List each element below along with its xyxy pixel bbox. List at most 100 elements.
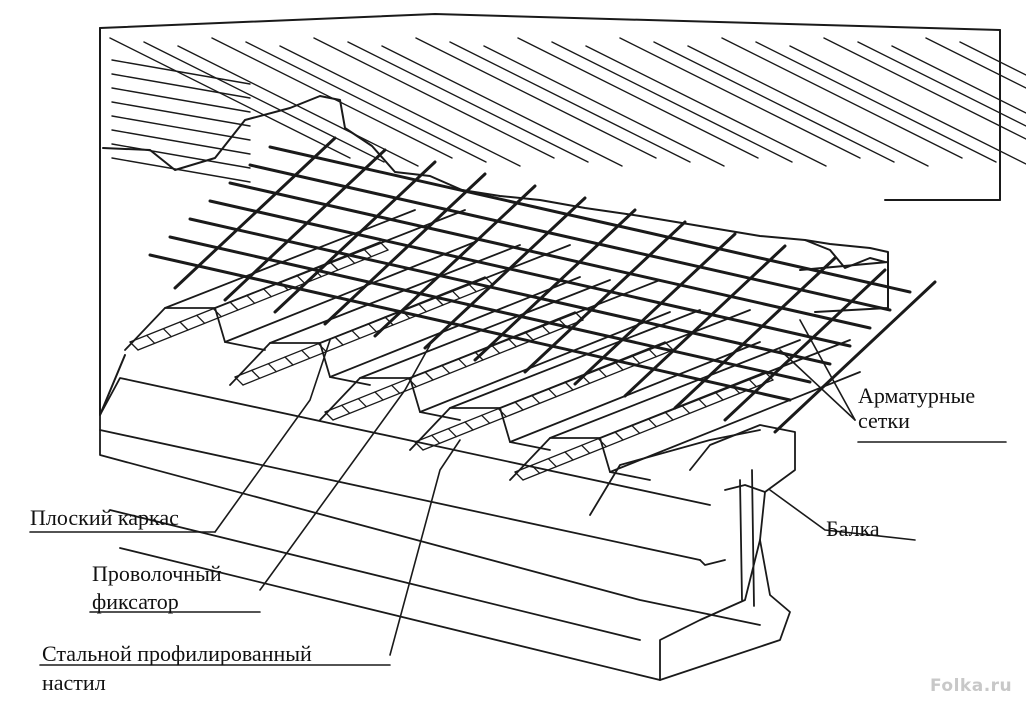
hatch-line <box>619 37 861 159</box>
frame-rung <box>514 471 524 481</box>
frame-rung <box>547 458 557 468</box>
hatch-line <box>381 45 623 167</box>
label-reinforcement-mesh-line2: сетки <box>858 408 910 434</box>
deck-rib-top-edge <box>269 244 521 344</box>
label-steel-deck-line1: Стальной профилированный <box>42 641 312 666</box>
hatch-line <box>143 41 385 163</box>
concrete-hatching <box>109 37 1026 183</box>
frame-rung <box>424 371 434 381</box>
frame-rung <box>324 411 334 421</box>
mesh-bar-transverse <box>723 268 887 422</box>
frame-rung <box>647 348 657 358</box>
label-wire-clamp-line2: фиксатор <box>92 589 179 615</box>
frame-chord <box>129 241 381 343</box>
frame-chord <box>422 349 674 451</box>
mesh-bar-transverse <box>623 244 787 398</box>
hatch-line <box>279 45 521 167</box>
mesh-bar-transverse <box>773 280 937 434</box>
frame-rung <box>162 328 172 338</box>
frame-rung <box>334 336 344 346</box>
hatch-line <box>111 129 251 155</box>
frame-rung <box>246 294 256 304</box>
frame-chord <box>137 249 389 351</box>
concrete-slab <box>99 13 1001 416</box>
mesh-bar-longitudinal <box>188 217 832 366</box>
frame-rung <box>631 354 641 364</box>
frame-rung <box>514 401 524 411</box>
frame-rung <box>497 408 507 418</box>
frame-rung <box>431 434 441 444</box>
hatch-line <box>551 41 793 163</box>
frame-rung <box>597 368 607 378</box>
frame-rung <box>451 289 461 299</box>
frame-rung <box>229 301 239 311</box>
hatch-line <box>687 45 929 167</box>
frame-rung <box>507 338 517 348</box>
frame-rung <box>414 441 424 451</box>
frame-rung <box>251 369 261 379</box>
frame-rung <box>351 329 361 339</box>
frame-chord <box>522 379 774 481</box>
frame-rung <box>434 296 444 306</box>
frame-rung <box>581 444 591 454</box>
frame-rung <box>146 334 156 344</box>
frame-rung <box>212 308 222 318</box>
frame-rung <box>491 344 501 354</box>
mesh-bar-longitudinal <box>148 253 792 402</box>
label-wire-clamp-line1: Проволочный <box>92 561 222 586</box>
deck-rib-top-edge <box>359 279 611 379</box>
frame-rung <box>581 374 591 384</box>
deck-rib-bottom-edge <box>509 341 761 443</box>
hatch-line <box>177 45 419 167</box>
frame-rung <box>597 438 607 448</box>
frame-rung <box>697 398 707 408</box>
frame-chord <box>332 319 584 421</box>
frame-rung <box>474 351 484 361</box>
frame-rung <box>357 398 367 408</box>
frame-rung <box>417 303 427 313</box>
deck-rib-top-edge <box>164 209 416 309</box>
hatch-line <box>109 37 351 159</box>
hatch-line <box>111 59 251 85</box>
frame-rung <box>531 394 541 404</box>
frame-rung <box>317 343 327 353</box>
hatch-line <box>857 41 1026 127</box>
frame-rung <box>296 274 306 284</box>
frame-rung <box>234 376 244 386</box>
mesh-bar-transverse <box>323 172 487 326</box>
hatch-line <box>585 45 827 167</box>
frame-rung <box>557 318 567 328</box>
hatch-line <box>211 37 453 159</box>
frame-rung <box>747 378 757 388</box>
hatch-line <box>823 37 1026 140</box>
mesh-bar-transverse <box>173 136 337 290</box>
label-beam: Балка <box>826 516 880 541</box>
hatch-line <box>483 45 725 167</box>
frame-rung <box>129 341 139 351</box>
frame-rung <box>301 349 311 359</box>
frame-rung <box>541 324 551 334</box>
mesh-bar-longitudinal <box>168 235 812 384</box>
frame-rung <box>731 384 741 394</box>
frame-rung <box>401 309 411 319</box>
frame-rung <box>547 388 557 398</box>
hatch-line <box>111 87 251 113</box>
hatch-line <box>347 41 589 163</box>
frame-chord <box>514 371 766 473</box>
reinforcement-mesh <box>148 136 937 434</box>
hatch-line <box>891 45 1026 114</box>
frame-rung <box>362 248 372 258</box>
hatch-line <box>245 41 487 163</box>
frame-rung <box>262 288 272 298</box>
frame-rung <box>391 384 401 394</box>
mesh-bar-transverse <box>473 208 637 362</box>
mesh-bar-longitudinal <box>228 181 872 330</box>
deck-rib-top-edge <box>549 339 801 439</box>
frame-rung <box>681 404 691 414</box>
mesh-bar-longitudinal <box>208 199 852 348</box>
frame-rung <box>196 314 206 324</box>
frame-rung <box>267 363 277 373</box>
frame-rung <box>346 254 356 264</box>
frame-rung <box>367 323 377 333</box>
